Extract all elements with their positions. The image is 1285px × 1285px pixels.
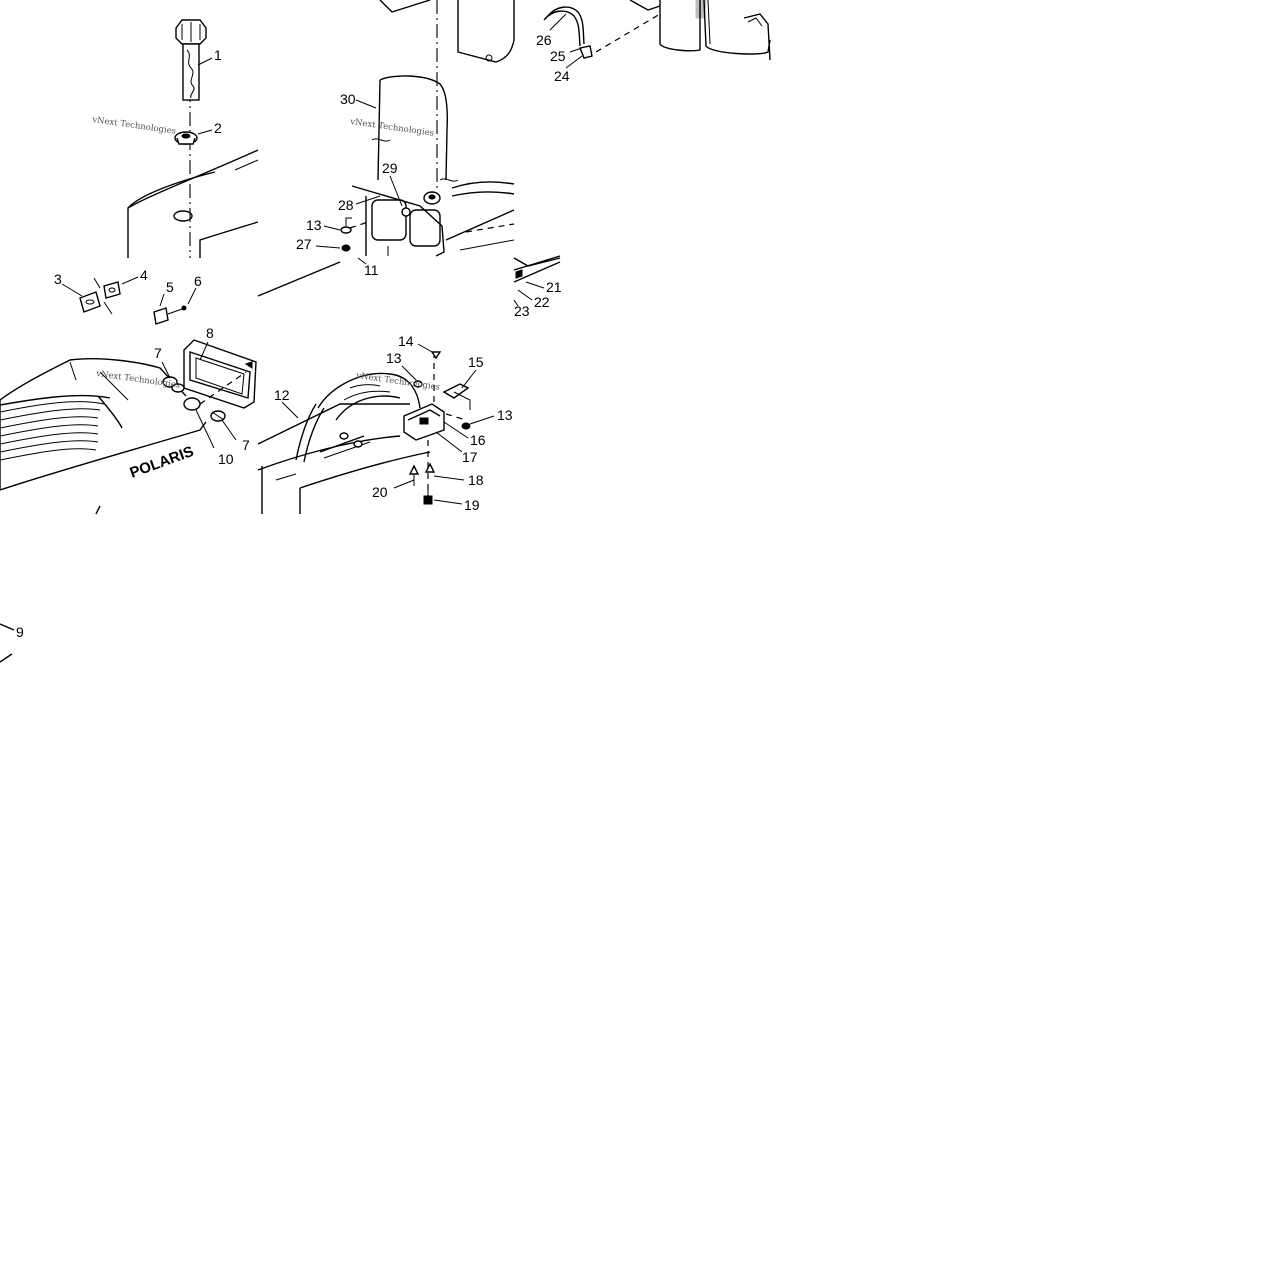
callout-10: 10 [218, 451, 234, 467]
part-4-gasket [103, 281, 121, 299]
callout-13-c: 13 [497, 407, 513, 423]
callout-29: 29 [382, 160, 398, 176]
callout-22: 22 [534, 294, 550, 310]
watermark-3: vNext Technologies [95, 369, 181, 391]
callout-3: 3 [54, 271, 62, 287]
callout-12: 12 [274, 387, 290, 403]
callout-16: 16 [470, 432, 486, 448]
callout-24: 24 [554, 68, 570, 84]
part-2-grommet [174, 131, 198, 145]
callout-8: 8 [206, 325, 214, 341]
callout-14: 14 [398, 333, 414, 349]
panel-rail [513, 255, 561, 307]
callout-27: 27 [296, 236, 312, 252]
panel-fragment-9 [0, 623, 15, 663]
callout-13-a: 13 [306, 217, 322, 233]
callout-15: 15 [468, 354, 484, 370]
part-5-plate [153, 307, 169, 325]
callout-17: 17 [462, 449, 478, 465]
callout-6: 6 [194, 273, 202, 289]
callout-20: 20 [372, 484, 388, 500]
callout-11: 11 [364, 262, 379, 278]
callout-19: 19 [464, 497, 480, 513]
part-30-windshield [371, 75, 459, 182]
callout-23: 23 [514, 303, 530, 319]
callout-7-a: 7 [154, 345, 162, 361]
callout-13-b: 13 [386, 350, 402, 366]
callout-18: 18 [468, 472, 484, 488]
panel-console-switch [257, 261, 495, 514]
callout-5: 5 [166, 279, 174, 295]
callout-30: 30 [340, 91, 356, 107]
watermark-4: vNext Technologies [355, 371, 441, 393]
callout-4: 4 [140, 267, 148, 283]
callout-21: 21 [546, 279, 562, 295]
panel-filler-cap [127, 19, 259, 258]
callout-9: 9 [16, 624, 24, 640]
callout-2: 2 [214, 120, 222, 136]
callout-1: 1 [214, 47, 222, 63]
panel-seat-taillight: POLARIS [0, 276, 257, 515]
watermark-1: vNext Technologies [91, 115, 177, 137]
watermark-2: vNext Technologies [349, 117, 435, 139]
callout-26: 26 [536, 32, 552, 48]
callout-25: 25 [550, 48, 566, 64]
callout-7-b: 7 [242, 437, 250, 453]
callout-28: 28 [338, 197, 354, 213]
part-1-filler-cap [175, 19, 207, 101]
part-3-lens [79, 291, 101, 313]
panel-shield-tank [315, 0, 771, 265]
callout-labels: 1 2 3 4 5 6 7 7 8 9 10 11 12 13 13 13 14… [16, 32, 570, 640]
